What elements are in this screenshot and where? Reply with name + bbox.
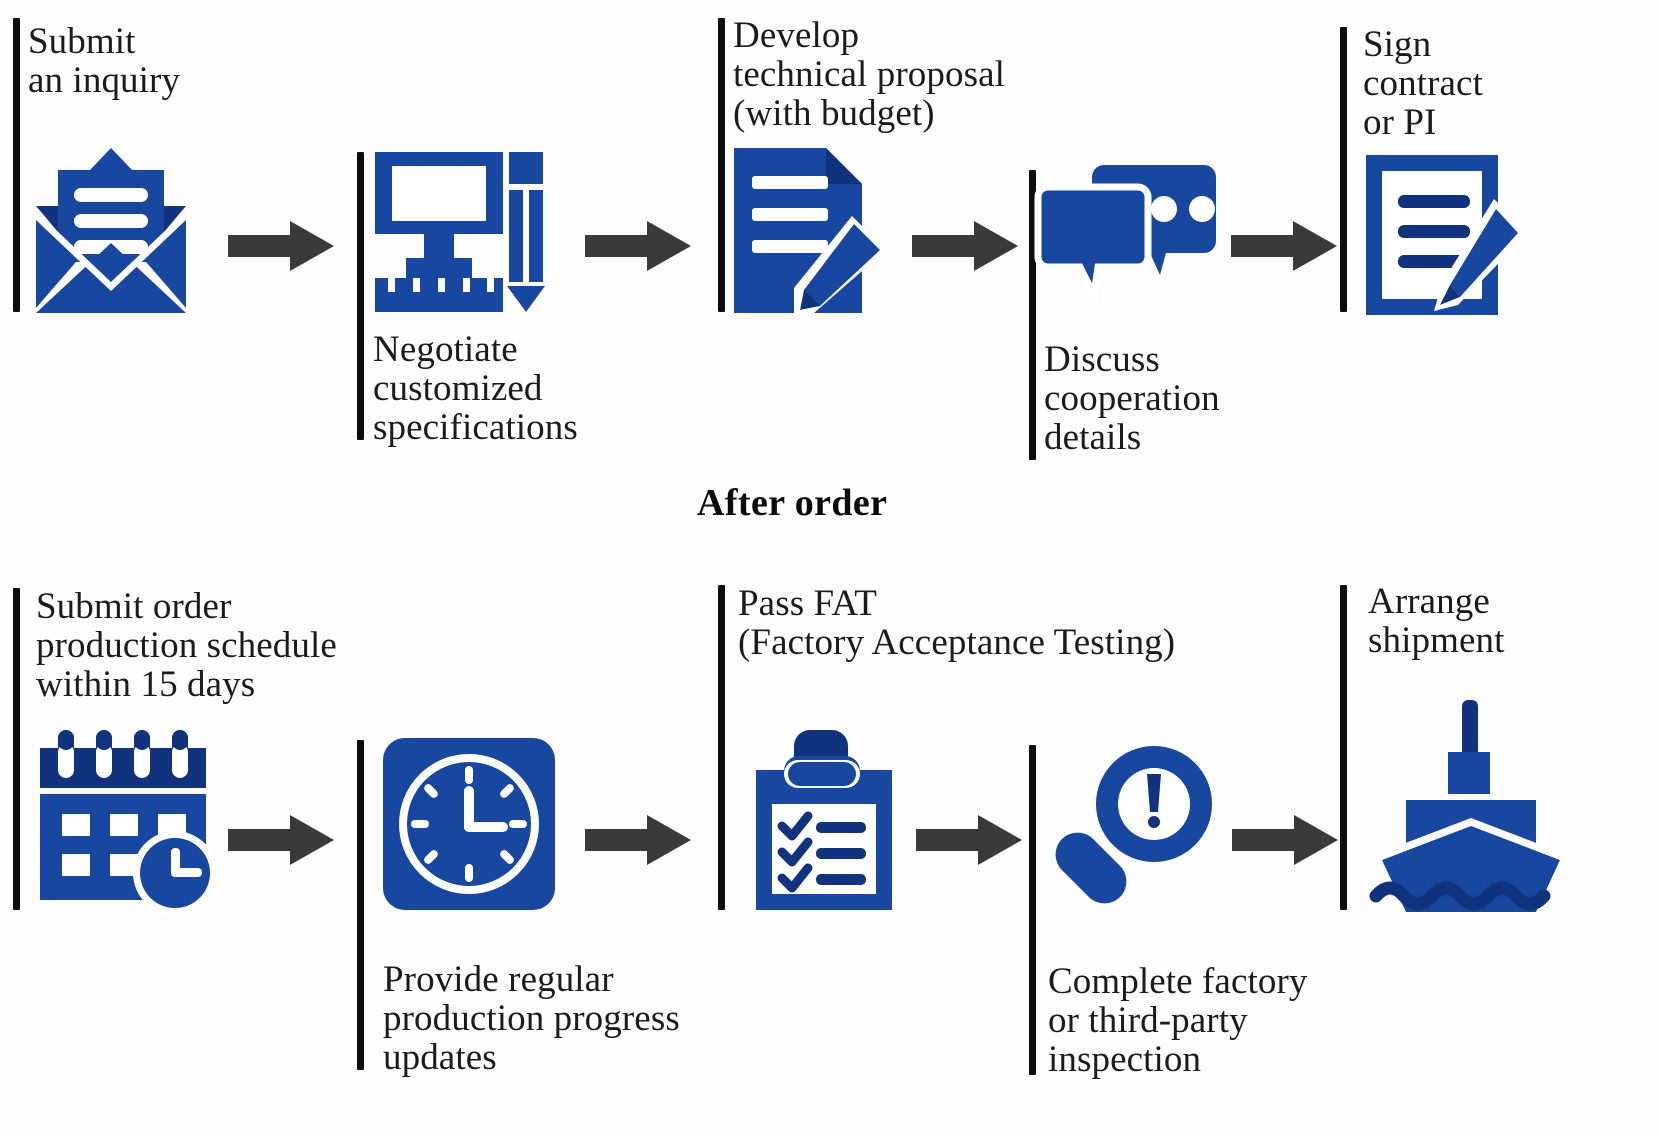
step-divider-bar-submit-inquiry xyxy=(13,18,20,312)
caption-pass-fat: Pass FAT (Factory Acceptance Testing) xyxy=(738,583,1176,664)
envelope-mail-icon xyxy=(36,148,186,313)
caption-discuss: Discuss cooperation details xyxy=(1044,339,1220,459)
step-divider-bar-pass-fat xyxy=(718,585,725,910)
step-divider-bar-sign-contract xyxy=(1340,27,1347,312)
clipboard-checklist-icon xyxy=(756,730,892,910)
step-divider-bar-discuss xyxy=(1029,170,1036,460)
arrow-right-icon xyxy=(1231,221,1337,271)
clock-tile-icon xyxy=(383,738,555,910)
caption-develop-proposal: Develop technical proposal (with budget) xyxy=(733,15,1006,135)
magnifier-alert-icon xyxy=(1048,742,1216,912)
caption-submit-inquiry: Submit an inquiry xyxy=(28,21,181,102)
arrow-right-icon xyxy=(228,221,334,271)
caption-sign-contract: Sign contract or PI xyxy=(1363,24,1483,144)
arrow-right-icon xyxy=(228,815,334,865)
calendar-clock-icon xyxy=(40,730,217,915)
caption-inspection: Complete factory or third-party inspecti… xyxy=(1048,961,1308,1081)
step-divider-bar-develop-proposal xyxy=(718,18,725,312)
monitor-ruler-pencil-icon xyxy=(375,152,545,312)
step-divider-bar-negotiate xyxy=(357,152,364,440)
step-divider-bar-production-schedule xyxy=(13,588,20,910)
caption-arrange-shipment: Arrange shipment xyxy=(1368,581,1505,662)
caption-progress-updates: Provide regular production progress upda… xyxy=(383,959,680,1079)
caption-negotiate: Negotiate customized specifications xyxy=(373,329,578,449)
document-pencil-icon xyxy=(734,148,894,313)
chat-bubbles-icon xyxy=(1034,165,1216,307)
contract-signature-icon xyxy=(1366,155,1528,315)
cargo-ship-icon xyxy=(1369,700,1566,915)
caption-production-schedule: Submit order production schedule within … xyxy=(36,586,337,706)
arrow-right-icon xyxy=(916,815,1022,865)
section-title-after-order: After order xyxy=(697,482,888,524)
arrow-right-icon xyxy=(1232,815,1338,865)
step-divider-bar-inspection xyxy=(1029,745,1036,1075)
step-divider-bar-arrange-shipment xyxy=(1340,585,1347,910)
step-divider-bar-progress-updates xyxy=(357,740,364,1070)
arrow-right-icon xyxy=(912,221,1018,271)
arrow-right-icon xyxy=(585,815,691,865)
arrow-right-icon xyxy=(585,221,691,271)
